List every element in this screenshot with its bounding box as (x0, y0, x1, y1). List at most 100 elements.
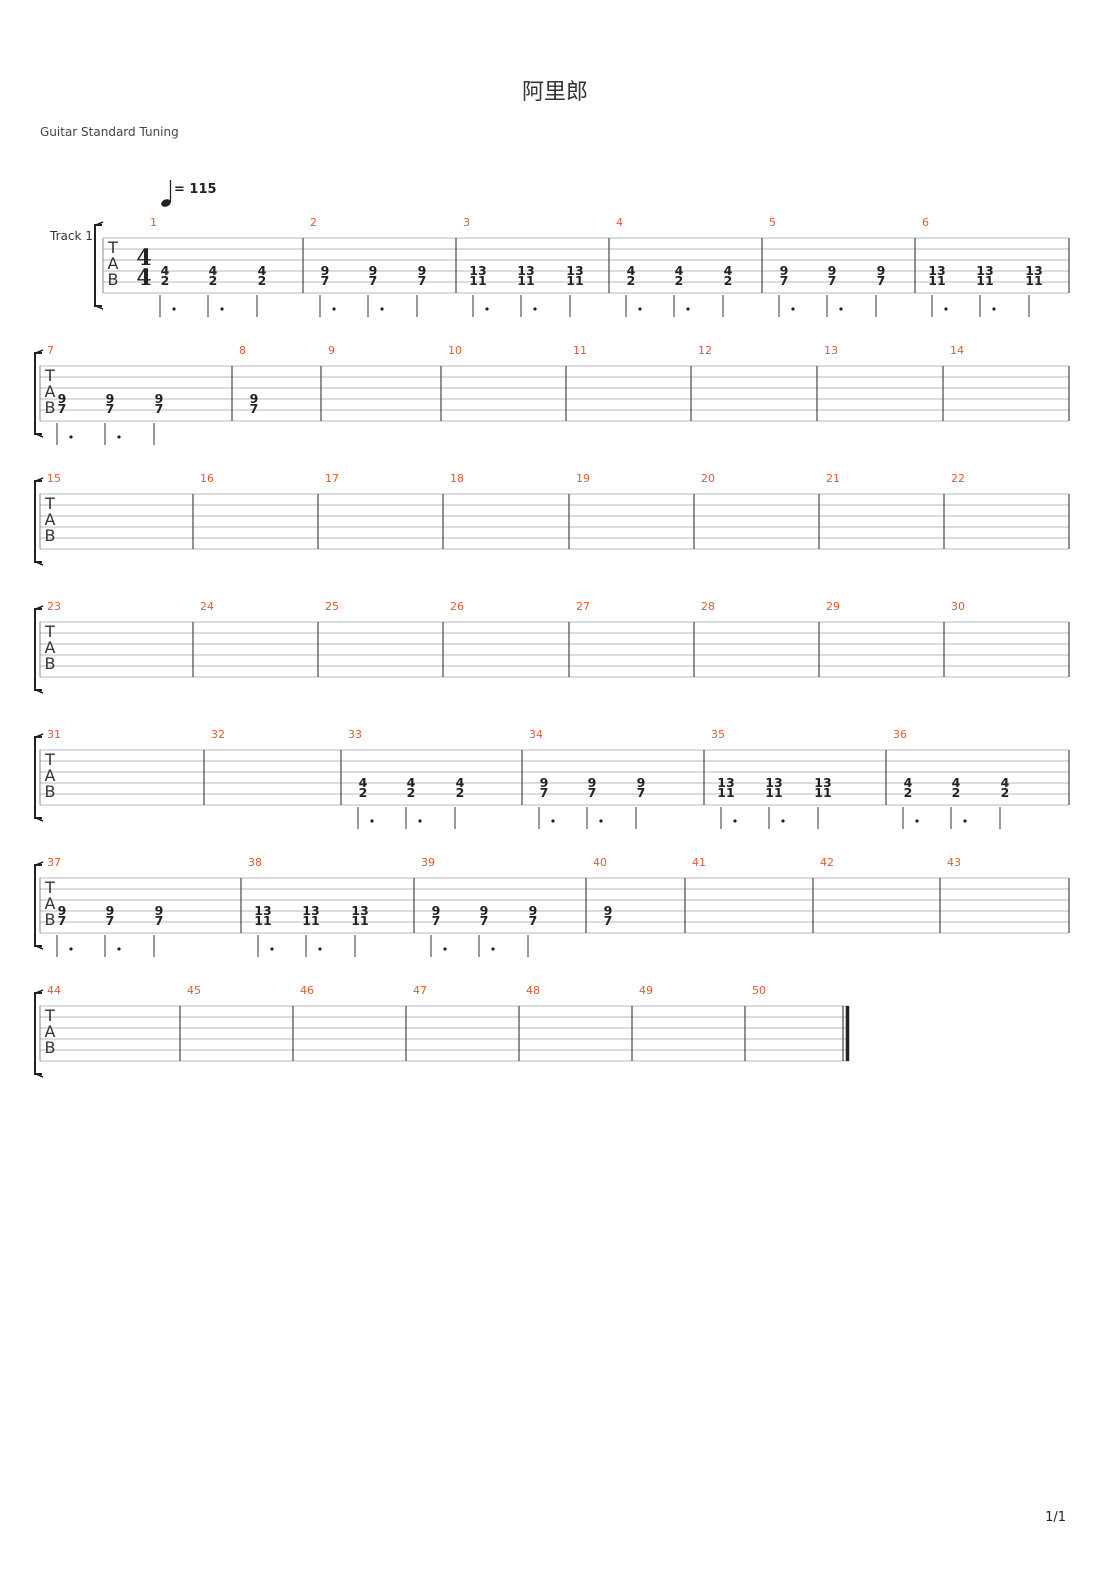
fret-number: 7 (106, 913, 115, 928)
measure-number: 7 (47, 344, 54, 357)
system-bracket (34, 480, 42, 563)
measure-number: 24 (200, 600, 214, 613)
rhythm-dot (551, 819, 555, 823)
tab-clef-letter: T (44, 1006, 55, 1025)
bracket-hook-bottom (35, 561, 44, 566)
measure-number: 10 (448, 344, 462, 357)
fret-number: 13 (517, 263, 534, 278)
fret-number: 13 (928, 263, 945, 278)
tab-clef-letter: B (45, 526, 56, 545)
rhythm-dot (220, 307, 224, 311)
fret-number: 11 (351, 913, 368, 928)
fret-number: 13 (302, 903, 319, 918)
measure-number: 37 (47, 856, 61, 869)
fret-number: 4 (209, 263, 218, 278)
measure-number: 19 (576, 472, 590, 485)
rhythm-dot (318, 947, 322, 951)
measure-number: 43 (947, 856, 961, 869)
system-bracket (34, 352, 42, 435)
tab-clef-letter: A (45, 382, 56, 401)
measure-number: 26 (450, 600, 464, 613)
tab-clef-letter: A (45, 894, 56, 913)
fret-number: 9 (637, 775, 646, 790)
rhythm-dot (332, 307, 336, 311)
bracket-hook-top (35, 733, 44, 738)
tab-clef-letter: B (108, 270, 119, 289)
measure-number: 3 (463, 216, 470, 229)
rhythm-dot (781, 819, 785, 823)
tab-clef-letter: A (108, 254, 119, 273)
fret-number: 4 (359, 775, 368, 790)
fret-number: 11 (717, 785, 734, 800)
measure-number: 39 (421, 856, 435, 869)
tuning-label: Guitar Standard Tuning (40, 125, 179, 139)
fret-number: 9 (588, 775, 597, 790)
fret-number: 7 (58, 913, 67, 928)
measure-number: 48 (526, 984, 540, 997)
fret-number: 13 (351, 903, 368, 918)
tab-clef-letter: B (45, 782, 56, 801)
fret-number: 11 (302, 913, 319, 928)
measure-number: 28 (701, 600, 715, 613)
rhythm-dot (418, 819, 422, 823)
fret-number: 7 (604, 913, 613, 928)
measure-number: 20 (701, 472, 715, 485)
measure-number: 6 (922, 216, 929, 229)
measure-number: 31 (47, 728, 61, 741)
fret-number: 7 (529, 913, 538, 928)
fret-number: 7 (155, 401, 164, 416)
system-bracket (34, 608, 42, 691)
fret-number: 9 (432, 903, 441, 918)
fret-number: 9 (321, 263, 330, 278)
fret-number: 2 (209, 273, 218, 288)
fret-number: 13 (254, 903, 271, 918)
tab-clef-letter: T (44, 878, 55, 897)
bracket-hook-bottom (35, 433, 44, 438)
bracket-hook-bottom (35, 817, 44, 822)
time-signature-top: 4 (136, 245, 151, 271)
fret-number: 2 (724, 273, 733, 288)
fret-number: 2 (627, 273, 636, 288)
rhythm-dot (733, 819, 737, 823)
fret-number: 7 (828, 273, 837, 288)
rhythm-dot (686, 307, 690, 311)
tab-clef-letter: T (44, 622, 55, 641)
fret-number: 9 (250, 391, 259, 406)
measure-number: 13 (824, 344, 838, 357)
fret-number: 9 (106, 903, 115, 918)
fret-number: 9 (480, 903, 489, 918)
fret-number: 4 (161, 263, 170, 278)
fret-number: 7 (588, 785, 597, 800)
fret-number: 7 (418, 273, 427, 288)
rhythm-dot (992, 307, 996, 311)
measure-number: 22 (951, 472, 965, 485)
rhythm-dot (69, 947, 73, 951)
fret-number: 9 (529, 903, 538, 918)
rhythm-dot (270, 947, 274, 951)
rhythm-dot (963, 819, 967, 823)
measure-number: 30 (951, 600, 965, 613)
bracket-hook-bottom (95, 305, 104, 310)
bracket-hook-top (35, 349, 44, 354)
fret-number: 4 (904, 775, 913, 790)
fret-number: 9 (828, 263, 837, 278)
tab-clef-letter: A (45, 638, 56, 657)
measure-number: 17 (325, 472, 339, 485)
tempo-marking: = 115 (174, 182, 217, 197)
rhythm-dot (117, 947, 121, 951)
fret-number: 13 (566, 263, 583, 278)
measure-number: 8 (239, 344, 246, 357)
fret-number: 13 (976, 263, 993, 278)
measure-number: 25 (325, 600, 339, 613)
fret-number: 7 (637, 785, 646, 800)
measure-number: 9 (328, 344, 335, 357)
fret-number: 4 (1001, 775, 1010, 790)
measure-number: 18 (450, 472, 464, 485)
fret-number: 7 (321, 273, 330, 288)
time-signature-bottom: 4 (136, 265, 151, 291)
fret-number: 4 (627, 263, 636, 278)
fret-number: 11 (1025, 273, 1042, 288)
fret-number: 2 (1001, 785, 1010, 800)
fret-number: 9 (369, 263, 378, 278)
